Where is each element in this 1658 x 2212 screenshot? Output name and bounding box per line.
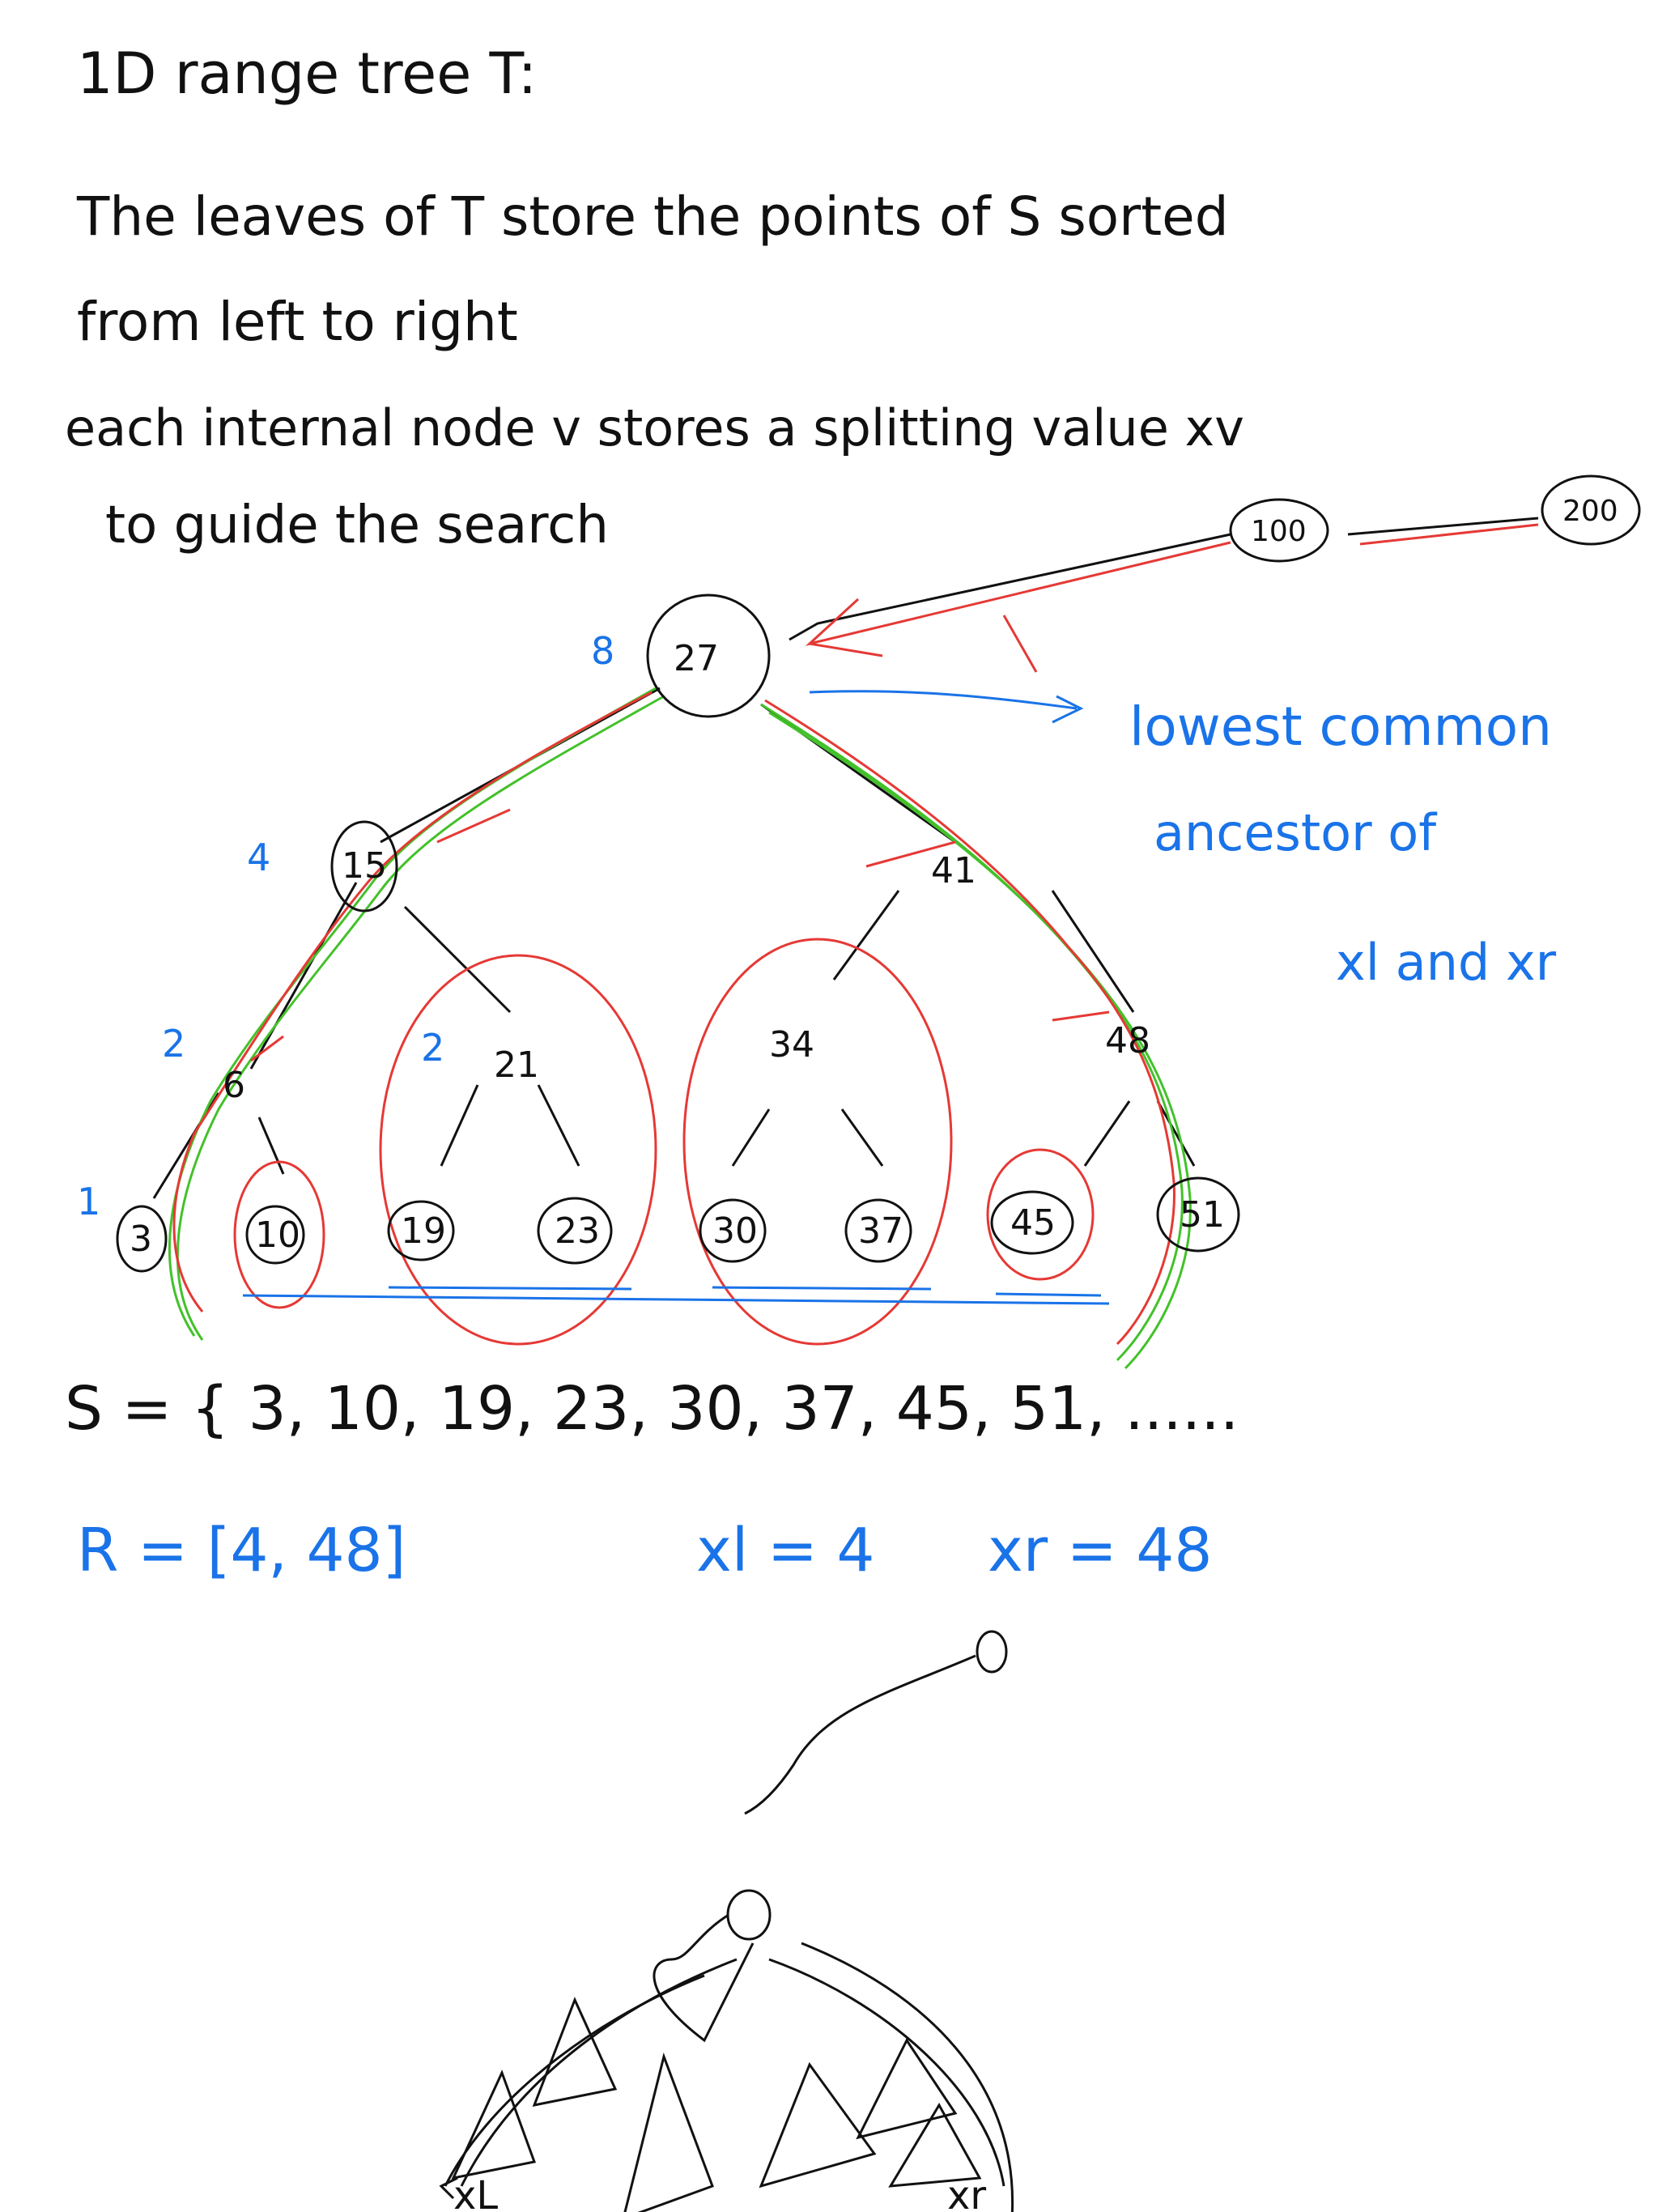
root-node-circle [646,593,771,718]
note-line-3: from left to right [77,291,518,353]
subtree-triangle [759,2061,877,2189]
count-21: 2 [421,1026,444,1070]
arrow-100-to-root-red [805,541,1231,657]
schematic-left-arc-2 [444,1974,705,2187]
schematic-top-node [976,1630,1008,1674]
lca-annotation: lowest common ancestor of xl and xr [809,690,1557,992]
node-200-label: 200 [1562,495,1618,528]
node-21-label: 21 [494,1044,539,1086]
subtree-triangle [451,2069,537,2180]
subtree-21-circle [379,954,657,1346]
range-r: R = [4, 48] [77,1516,406,1585]
lca-line-3: xl and xr [1336,933,1557,992]
arrow-100-to-root [789,533,1231,641]
subtree-34-circle [682,938,953,1346]
note-line-5: to guide the search [105,496,609,555]
tree-nodes: 27 15 41 6 21 34 48 3 10 19 23 30 37 45 … [116,593,1240,1273]
subtree-triangle [532,1997,618,2108]
count-root: 8 [591,629,614,673]
leaf-label: 3 [130,1219,152,1260]
search-paths [168,687,1192,1370]
subtree-triangle [623,2052,714,2212]
tree-edges [152,687,1196,1199]
root-node-label: 27 [674,638,719,679]
schematic-left-arc [460,1958,738,2187]
red-tick-6 [250,1035,284,1062]
schematic-right-arc-2 [801,1942,1014,2212]
node-34-label: 34 [769,1024,814,1066]
xr-equation: xr = 48 [988,1516,1212,1585]
node-48-label: 48 [1105,1020,1150,1061]
arrow-200-to-100 [1347,517,1539,536]
leaf-10-circle [233,1160,325,1309]
lca-arrow [809,690,1084,724]
lca-line-2: ancestor of [1154,803,1438,862]
node-15-label: 15 [342,845,387,887]
count-leaf-3: 1 [77,1180,100,1223]
note-line-4: each internal node v stores a splitting … [65,398,1244,457]
leaf-nodes: 3 10 19 23 30 37 45 51 [116,1176,1240,1273]
schematic-root-node [726,1889,772,1941]
schematic-right-arc [768,1958,1005,2187]
leaf-label: 23 [555,1210,600,1252]
red-right-path [764,699,1175,1346]
schematic-xr-label: xr [947,2173,986,2212]
notes-block: 1D range tree T: The leaves of T store t… [65,40,1244,555]
blue-counts: 8 4 2 2 1 [77,629,614,1223]
arrow-200-to-100-red [1359,523,1539,546]
node-200-circle [1541,474,1641,546]
schematic-xl-label: xL [453,2173,498,2212]
node-6-label: 6 [223,1065,245,1106]
subtree-triangle [856,2038,958,2140]
note-line-2: The leaves of T store the points of S so… [76,185,1229,248]
leaf-label: 37 [858,1210,903,1252]
red-left-path [172,691,653,1312]
schematic-tree [439,1630,1014,2212]
lca-line-1: lowest common [1129,696,1552,758]
green-right-path-2 [768,711,1192,1370]
extra-nodes: 100 200 [789,474,1641,673]
red-tick-1 [1002,615,1038,673]
note-line-1: 1D range tree T: [77,40,537,107]
leaf-label: 19 [401,1210,446,1252]
leaf-label: 30 [712,1210,758,1252]
set-s-line: S = { 3, 10, 19, 23, 30, 37, 45, 51, ...… [65,1374,1239,1444]
leaf-label: 10 [255,1214,300,1256]
green-left-path-2 [176,695,665,1341]
node-100-circle [1229,498,1329,563]
node-100-label: 100 [1251,515,1307,548]
blue-range-underline [242,1286,1110,1305]
count-15: 4 [247,836,270,879]
count-6: 2 [162,1022,185,1066]
leaf-45-circle [986,1148,1095,1281]
leaf-label: 51 [1180,1194,1225,1236]
node-41-label: 41 [931,850,976,891]
red-tick-15 [436,808,511,844]
red-tick-41 [865,840,956,868]
leaf-label: 45 [1010,1202,1056,1244]
red-tick-48 [1052,1010,1110,1022]
node-15-circle [330,820,398,912]
xl-equation: xl = 4 [696,1516,874,1585]
subtree-highlights [233,938,1095,1346]
subtree-triangle [888,2103,982,2188]
